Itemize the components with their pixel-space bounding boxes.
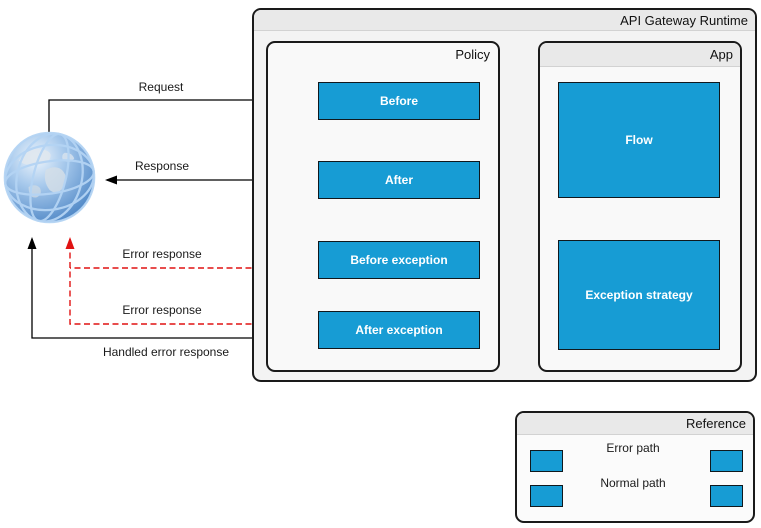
error-path-label: Error path bbox=[606, 441, 660, 455]
app-container: App Flow Exception strategy bbox=[538, 41, 742, 372]
response-label: Response bbox=[134, 159, 190, 173]
app-title: App bbox=[709, 47, 733, 62]
policy-container: Policy Before After Before exception Aft… bbox=[266, 41, 500, 372]
node-after-exception: After exception bbox=[318, 311, 480, 349]
normal-path-label: Normal path bbox=[600, 476, 666, 490]
node-exception-strategy-label: Exception strategy bbox=[585, 288, 693, 302]
reference-title: Reference bbox=[686, 416, 746, 431]
node-exception-strategy: Exception strategy bbox=[558, 240, 720, 350]
runtime-header-strip: API Gateway Runtime bbox=[254, 10, 755, 31]
request-label: Request bbox=[138, 80, 184, 94]
node-after-exception-label: After exception bbox=[355, 323, 443, 337]
node-before-label: Before bbox=[379, 94, 418, 108]
node-before: Before bbox=[318, 82, 480, 120]
handled-error-response-label: Handled error response bbox=[102, 345, 230, 359]
node-flow-label: Flow bbox=[625, 133, 653, 147]
policy-title: Policy bbox=[455, 47, 490, 62]
node-before-exception: Before exception bbox=[318, 241, 480, 279]
node-after: After bbox=[318, 161, 480, 199]
node-before-exception-label: Before exception bbox=[350, 253, 448, 267]
legend-normal-target-node bbox=[710, 485, 743, 507]
legend-normal-source-node bbox=[530, 485, 563, 507]
node-after-label: After bbox=[384, 173, 413, 187]
runtime-title: API Gateway Runtime bbox=[620, 12, 748, 28]
error-response-top-label: Error response bbox=[122, 247, 202, 261]
reference-legend: Reference Error path Normal path bbox=[515, 411, 755, 523]
legend-error-source-node bbox=[530, 450, 563, 472]
legend-error-target-node bbox=[710, 450, 743, 472]
reference-header-strip: Reference bbox=[517, 413, 753, 435]
error-response-bottom-label: Error response bbox=[122, 303, 202, 317]
node-flow: Flow bbox=[558, 82, 720, 198]
globe-icon bbox=[3, 131, 96, 224]
app-header-strip: App bbox=[540, 43, 740, 67]
